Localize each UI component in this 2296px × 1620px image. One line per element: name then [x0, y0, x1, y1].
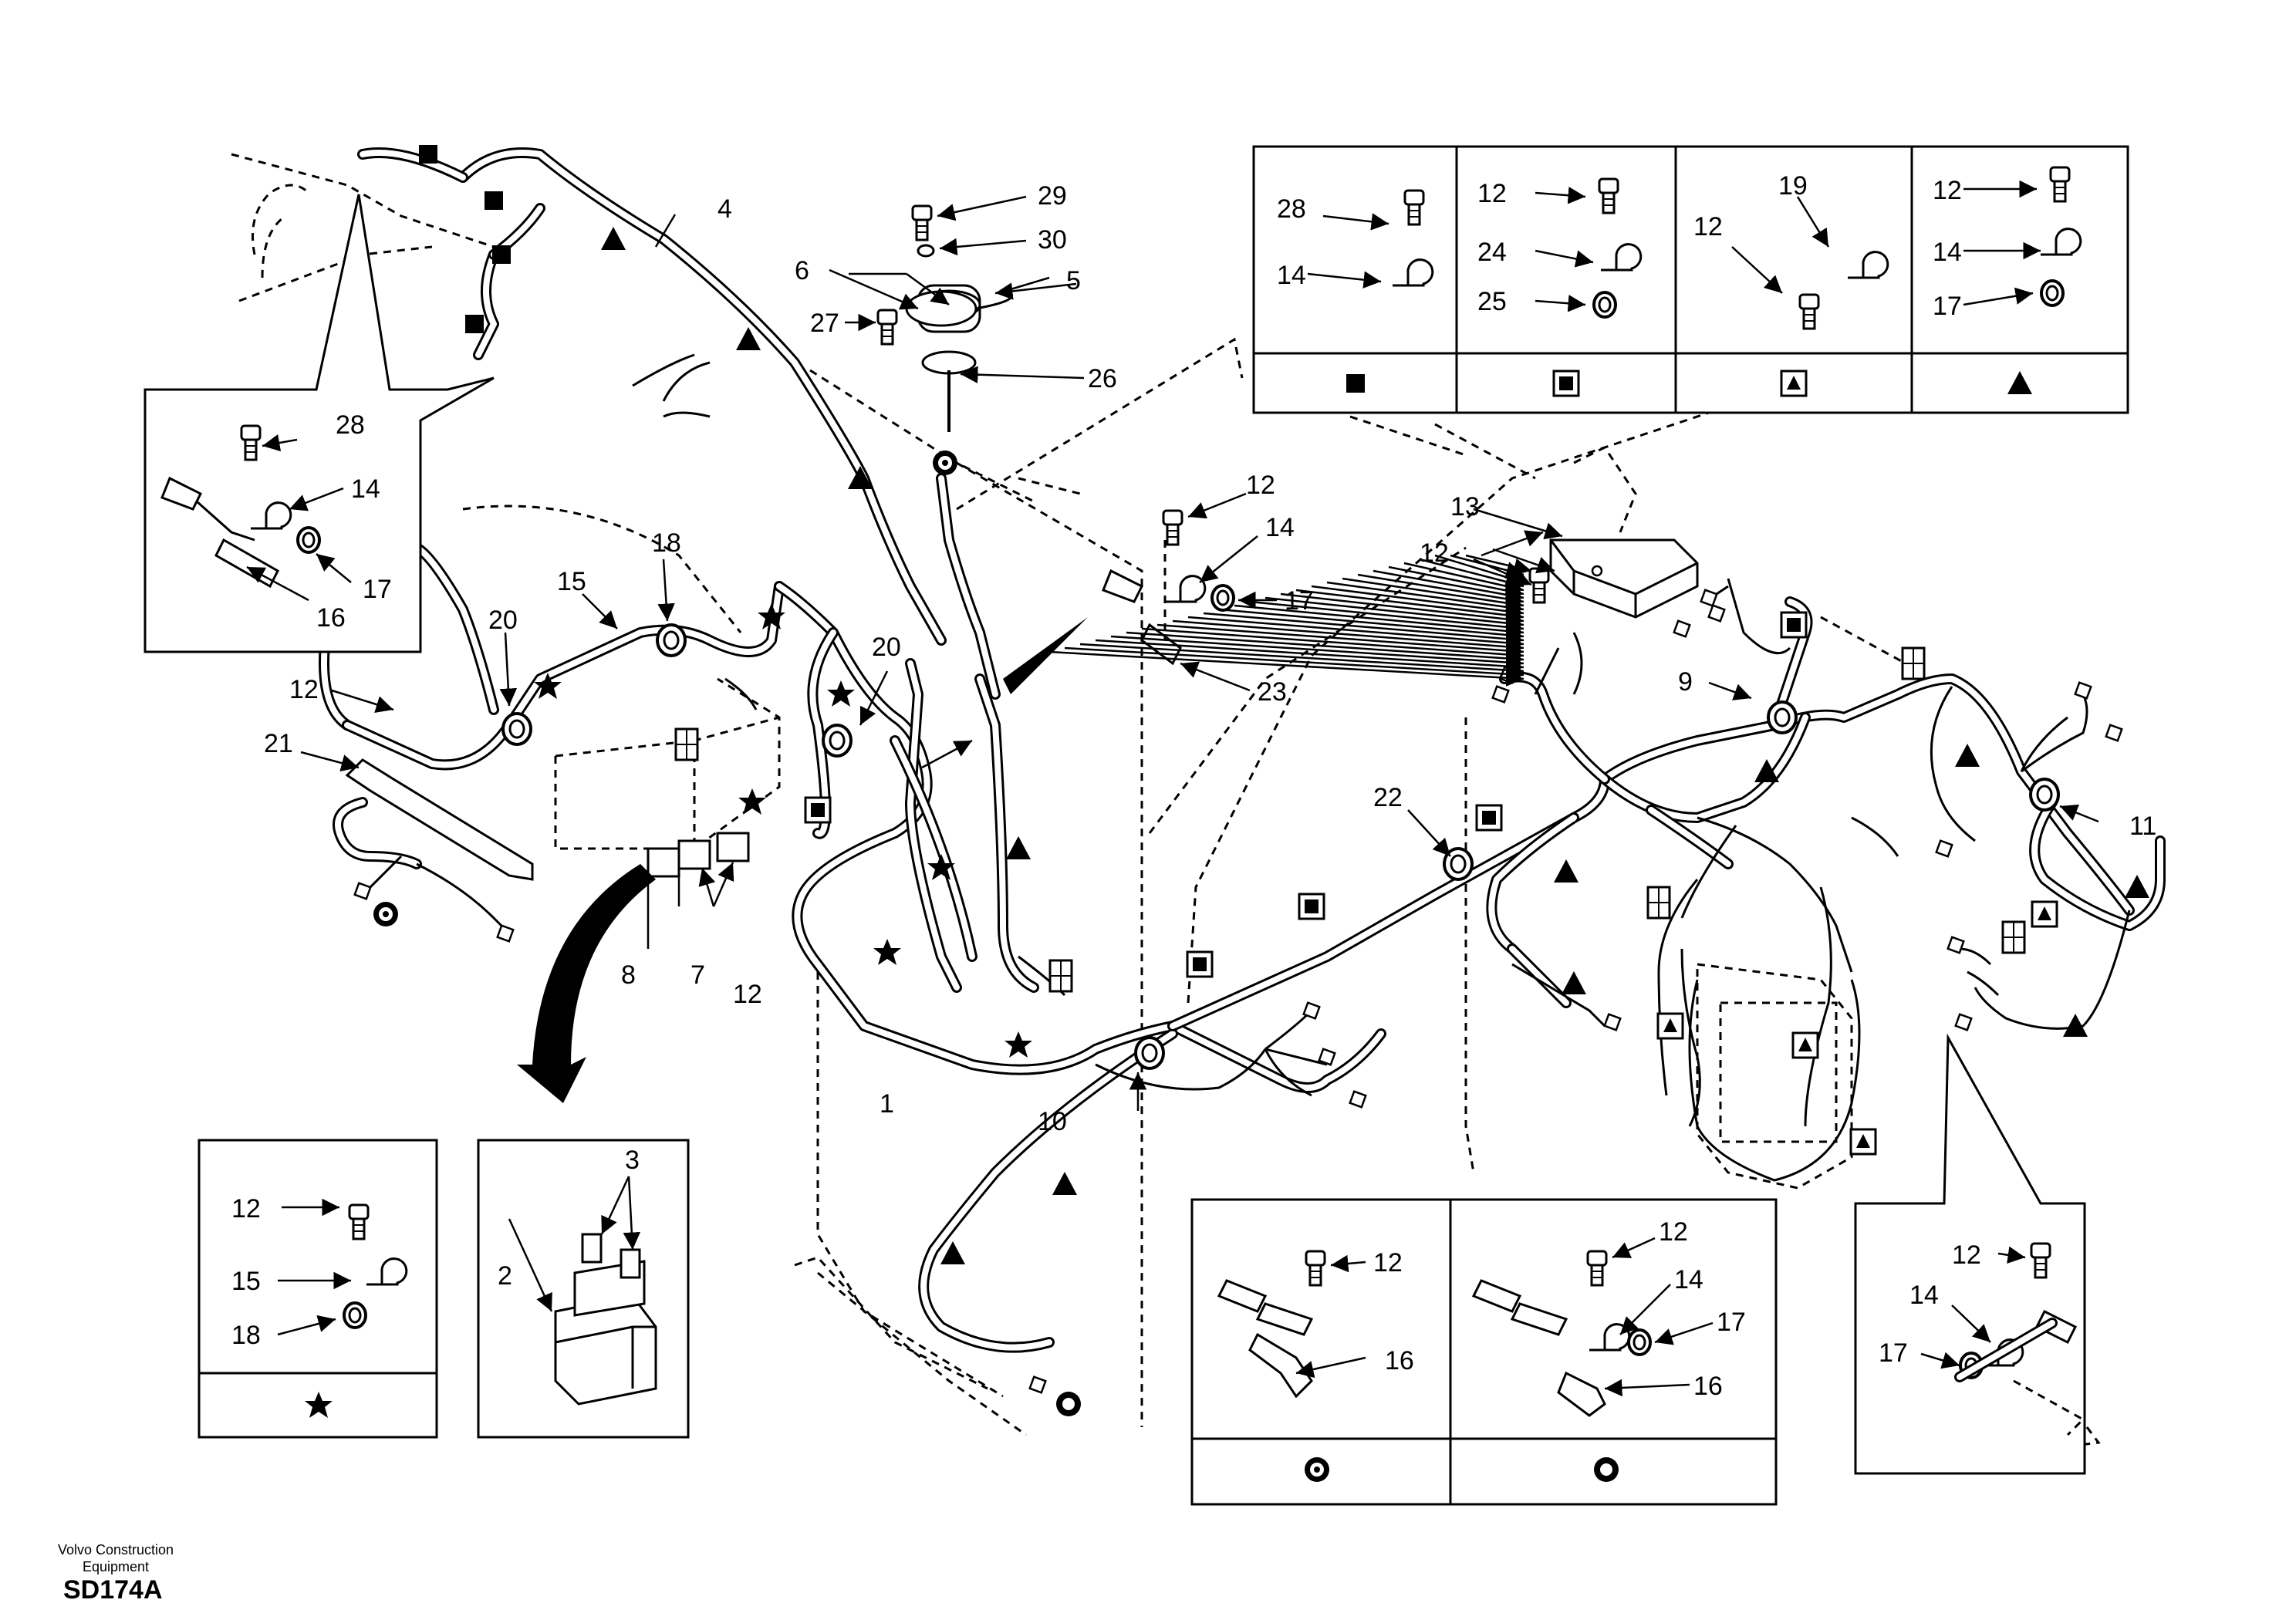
- callout-15b: 15: [231, 1267, 261, 1296]
- callout-28a: 28: [336, 410, 365, 440]
- inset-relay: [477, 1139, 690, 1439]
- leader-lines-parts: [845, 195, 1563, 857]
- bracket-21: [333, 758, 534, 927]
- inset-ring: [1190, 1198, 1778, 1506]
- callout-14e: 14: [1674, 1265, 1703, 1294]
- wire-left-branch: [357, 147, 545, 360]
- callout-20a: 20: [488, 606, 518, 635]
- callout-17b: 17: [1285, 586, 1314, 616]
- callout-16a: 16: [316, 603, 346, 633]
- callout-14d: 14: [1933, 238, 1962, 267]
- inset-star: [198, 1139, 438, 1439]
- callout-21: 21: [264, 729, 293, 758]
- fuse-center: [1688, 979, 1861, 1182]
- callout-12i: 12: [1373, 1248, 1403, 1277]
- callout-14b: 14: [1265, 513, 1295, 542]
- callout-23: 23: [1258, 677, 1287, 707]
- callout-16b: 16: [1385, 1346, 1414, 1375]
- callout-10: 10: [1038, 1107, 1067, 1136]
- callout-18b: 18: [231, 1321, 261, 1350]
- callout-3: 3: [625, 1146, 640, 1175]
- callout-26: 26: [1088, 364, 1117, 393]
- wedge-pointer: [1003, 617, 1088, 694]
- callout-12e: 12: [1477, 179, 1507, 208]
- callout-12b: 12: [733, 980, 762, 1009]
- legend-table: [1252, 145, 2129, 414]
- callout-9: 9: [1678, 667, 1693, 697]
- figure-code: SD174A: [63, 1575, 163, 1605]
- callout-12a: 12: [289, 675, 319, 704]
- sender-assembly: [876, 204, 1013, 346]
- callout-22: 22: [1373, 783, 1403, 812]
- callout-14a: 14: [351, 474, 380, 504]
- callout-29: 29: [1038, 181, 1067, 211]
- callout-24: 24: [1477, 238, 1507, 267]
- callout-12h: 12: [231, 1194, 261, 1223]
- callout-16c: 16: [1693, 1372, 1723, 1401]
- callout-14f: 14: [1909, 1281, 1939, 1310]
- callout-11: 11: [2129, 812, 2156, 841]
- callout-30: 30: [1038, 225, 1067, 255]
- callout-12g: 12: [1933, 176, 1962, 205]
- callout-1: 1: [880, 1089, 894, 1119]
- callout-17a: 17: [363, 575, 392, 604]
- callout-6: 6: [795, 256, 809, 285]
- callout-12c: 12: [1246, 471, 1275, 500]
- callout-7: 7: [690, 960, 705, 990]
- company-name: Volvo Construction Equipment: [57, 1542, 174, 1574]
- callout-28b: 28: [1277, 194, 1306, 224]
- leader-lines-main: [277, 180, 2041, 1336]
- callout-20b: 20: [872, 633, 901, 662]
- bracket-13: [1549, 538, 1699, 619]
- leader-lines: [508, 214, 2099, 1312]
- curved-arrow: [517, 864, 656, 1103]
- callout-25: 25: [1477, 287, 1507, 316]
- callout-12f: 12: [1693, 212, 1723, 241]
- callout-labels: 1 2 3 4 5 6 7 8 9 10 11 12 12 12 12 12 1…: [231, 171, 2156, 1401]
- callout-19: 19: [1778, 171, 1808, 201]
- callout-17c: 17: [1933, 292, 1962, 321]
- inset-top-left: [144, 194, 495, 653]
- callout-2: 2: [498, 1261, 512, 1291]
- callout-12j: 12: [1659, 1217, 1688, 1247]
- callout-15a: 15: [557, 567, 586, 596]
- callout-13: 13: [1450, 492, 1480, 521]
- callout-17d: 17: [1717, 1308, 1746, 1337]
- callout-18a: 18: [652, 528, 681, 558]
- callout-27: 27: [810, 309, 839, 338]
- callout-12d: 12: [1420, 538, 1449, 568]
- callout-8: 8: [621, 960, 636, 990]
- leader-lines-insets: [246, 434, 2026, 1397]
- callout-4: 4: [718, 194, 732, 224]
- callout-14c: 14: [1277, 261, 1306, 290]
- inset-bottom-right: [1854, 1033, 2086, 1475]
- callout-17e: 17: [1879, 1338, 1908, 1368]
- callout-5: 5: [1066, 266, 1081, 295]
- callout-12k: 12: [1952, 1240, 1981, 1270]
